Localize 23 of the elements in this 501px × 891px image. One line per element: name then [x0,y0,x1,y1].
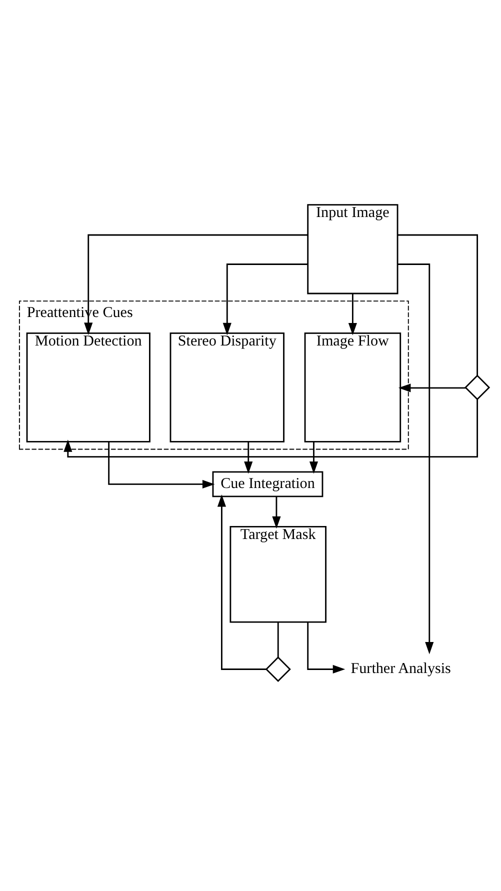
node-box: Target Mask [230,526,326,623]
node-diamond [464,374,490,400]
arrow [244,442,253,474]
connector [277,622,279,658]
node-box: Cue Integration [212,471,324,498]
node-box: Stereo Disparity [170,332,284,442]
arrow [108,442,215,488]
node-box: Input Image [307,204,398,294]
arrow [217,494,266,670]
node-text: Further Analysis [350,660,451,677]
arrow [84,234,308,335]
node-diamond [265,656,291,682]
node-box: Motion Detection [26,332,150,442]
arrow [398,384,466,392]
arrow [398,264,434,654]
arrow [309,442,318,474]
connector [398,234,478,376]
arrow [348,294,357,336]
node-box: Image Flow [304,332,402,442]
arrow [272,496,281,529]
arrow [222,264,308,336]
arrow [307,622,346,674]
arrow [64,400,478,458]
